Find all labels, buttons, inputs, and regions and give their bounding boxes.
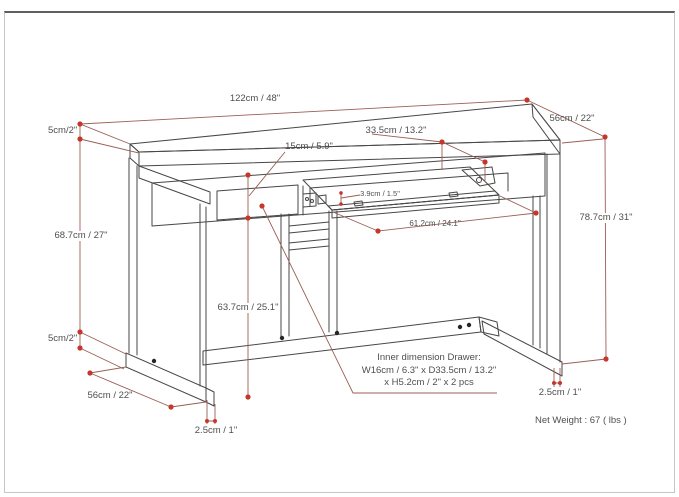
dim-label-foot-tube-left: 2.5cm / 1" [194, 425, 238, 436]
right-front-leg [546, 153, 561, 363]
dim-line-overall-height [561, 136, 607, 365]
tray-stop-clips [353, 191, 459, 207]
dim-label-leg-tube-right: 2.5cm / 1" [538, 387, 582, 398]
right-back-leg [532, 195, 541, 349]
left-front-leg [128, 157, 138, 356]
tray-slide-screw-b [310, 199, 314, 203]
drawer-note-line1: Inner dimension Drawer: [377, 352, 481, 363]
dim-label-tray-width: 61.2cm / 24.1" [409, 219, 461, 228]
dim-line-top-width [79, 99, 528, 125]
dim-line-apron-clearance [247, 151, 286, 397]
drawer-note-line3: x H5.2cm / 2" x 2 pcs [384, 377, 474, 388]
dim-ext-left [79, 123, 140, 370]
stretcher-end-cap [478, 316, 500, 337]
dim-line-tray-width [332, 195, 537, 232]
left-side-top-rail [138, 165, 211, 205]
left-foot-end [205, 387, 215, 407]
dim-label-foot-depth: 56cm / 22" [87, 390, 133, 401]
right-foot [481, 320, 563, 377]
tray-slide-roller [476, 177, 482, 183]
desktop-top-surface [129, 103, 561, 153]
dim-label-tray-rail: 3.9cm / 1.5" [360, 189, 400, 198]
dim-label-overall-height: 78.7cm / 31" [577, 212, 635, 223]
dim-label-foot-height: 5cm/2" [48, 333, 78, 344]
dim-line-top-depth [526, 99, 606, 144]
drawer-note-leader [261, 205, 497, 394]
tray-slide-bracket-left [302, 192, 327, 208]
dimension-markers [77, 97, 609, 423]
net-weight: Net Weight : 67 ( lbs ) [535, 415, 627, 426]
desktop-left-end [129, 143, 140, 167]
desktop-front-edge [138, 139, 561, 167]
apron-front [151, 152, 546, 227]
dim-label-top-depth: 56cm / 22" [549, 113, 595, 124]
desktop-right-end [531, 103, 561, 155]
tray-slide-screw-a [305, 197, 309, 201]
dim-label-apron-height: 15cm / 5.9" [285, 141, 333, 152]
dim-line-foot-depth [89, 366, 207, 408]
left-foot [125, 352, 207, 403]
drawer-note-line2: W16cm / 6.3" x D33.5cm / 13.2" [361, 364, 497, 376]
tray-opening [302, 172, 509, 216]
tray-lip-top [327, 190, 500, 211]
dim-label-knee-clearance: 63.7cm / 25.1" [215, 302, 281, 313]
desk-outline [125, 103, 563, 407]
dim-label-height-underside: 68.7cm / 27" [52, 230, 110, 241]
dim-label-tray-setback: 33.5cm / 13.2" [365, 125, 427, 136]
left-back-leg [199, 203, 207, 390]
center-cross-rails [288, 221, 330, 251]
drawer-front [216, 184, 299, 221]
dimension-lines [79, 99, 607, 424]
screw-dots [151, 322, 472, 364]
image-border-frame [4, 11, 675, 493]
tray-slide-bracket-right [461, 166, 496, 187]
drawer-note: Inner dimension Drawer: W16cm / 6.3" x D… [362, 352, 497, 390]
dim-label-top-thickness: 5cm/2" [48, 125, 78, 136]
dim-label-top-width: 122cm / 48" [229, 93, 281, 104]
center-posts [280, 210, 338, 338]
tray-lip-front [331, 194, 500, 219]
